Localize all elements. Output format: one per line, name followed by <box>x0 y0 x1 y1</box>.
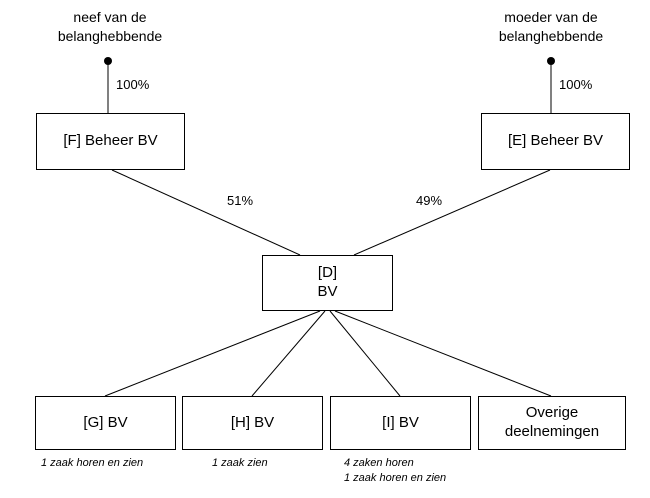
actor-left-label: neef van de belanghebbende <box>28 8 192 46</box>
connector-d-to-i <box>329 310 401 397</box>
note-h: 1 zaak zien <box>212 457 268 469</box>
ownership-left-100pct: 100% <box>116 77 150 92</box>
actor-right-label: moeder van de belanghebbende <box>466 8 636 46</box>
note-i: 4 zaken horen 1 zaak horen en zien <box>344 456 446 486</box>
connector-e-to-d <box>353 169 551 256</box>
box-d-line1: [D] <box>317 264 338 282</box>
box-h-bv: [H] BV <box>182 396 323 450</box>
box-e-label: [E] Beheer BV <box>507 132 604 150</box>
connector-d-to-overige <box>334 310 552 397</box>
box-d-bv: [D] BV <box>262 255 393 311</box>
actor-left-line1: neef van de <box>73 9 147 25</box>
ownership-right-100pct: 100% <box>559 77 593 92</box>
box-overige-line1: Overige <box>525 404 579 422</box>
connector-f-to-d <box>111 169 301 256</box>
box-overige-deelnemingen: Overige deelnemingen <box>478 396 626 450</box>
connector-d-to-g <box>104 310 321 397</box>
box-h-label: [H] BV <box>230 413 275 431</box>
box-d-line2: BV <box>317 283 338 300</box>
box-e-beheer-bv: [E] Beheer BV <box>481 113 630 170</box>
box-overige-line2: deelnemingen <box>504 423 600 440</box>
actor-right-line1: moeder van de <box>504 9 598 25</box>
box-g-label: [G] BV <box>83 413 128 431</box>
box-f-beheer-bv: [F] Beheer BV <box>36 113 185 170</box>
box-i-bv: [I] BV <box>330 396 471 450</box>
box-i-label: [I] BV <box>382 413 419 431</box>
note-i-line1: 4 zaken horen <box>344 457 414 469</box>
edge-label-f-to-d-51pct: 51% <box>227 193 254 208</box>
actor-left-line2: belanghebbende <box>57 27 163 44</box>
note-g: 1 zaak horen en zien <box>41 457 144 469</box>
edge-label-e-to-d-49pct: 49% <box>416 193 443 208</box>
actor-right-line2: belanghebbende <box>498 27 604 44</box>
connector-d-to-h <box>251 310 326 397</box>
box-g-bv: [G] BV <box>35 396 176 450</box>
box-f-label: [F] Beheer BV <box>63 132 158 150</box>
note-i-line2: 1 zaak horen en zien <box>344 471 447 484</box>
